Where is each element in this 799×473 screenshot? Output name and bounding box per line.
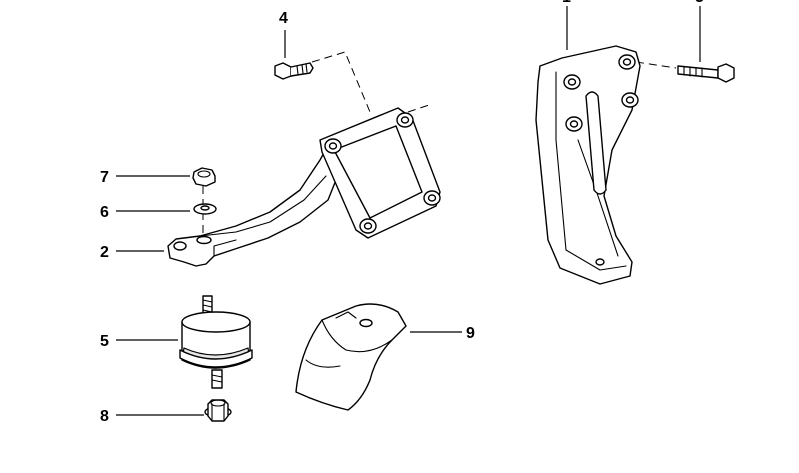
- part-7-nut: [192, 167, 216, 187]
- callout-leaders: [116, 6, 701, 416]
- callout-3: 3: [695, 0, 704, 6]
- callout-8: 8: [100, 408, 109, 425]
- callout-9: 9: [466, 325, 475, 342]
- part-6-washer: [193, 203, 217, 215]
- part-1-support-bracket: [535, 45, 641, 285]
- part-4-bolt: [274, 62, 314, 80]
- callout-6: 6: [100, 204, 109, 221]
- callout-5: 5: [100, 333, 109, 350]
- callout-2: 2: [100, 244, 109, 261]
- callout-4: 4: [279, 10, 288, 27]
- callout-labels: 1 2 3 4 5 6 7 8 9: [100, 0, 704, 425]
- part-5-rubber-mount: [179, 295, 253, 389]
- callout-7: 7: [100, 169, 109, 186]
- callout-1: 1: [562, 0, 571, 6]
- part-2-bracket-arm: [167, 107, 441, 267]
- part-8-flange-nut: [204, 399, 232, 422]
- part-9-heat-shield: [295, 303, 407, 411]
- part-3-bolt: [677, 63, 735, 83]
